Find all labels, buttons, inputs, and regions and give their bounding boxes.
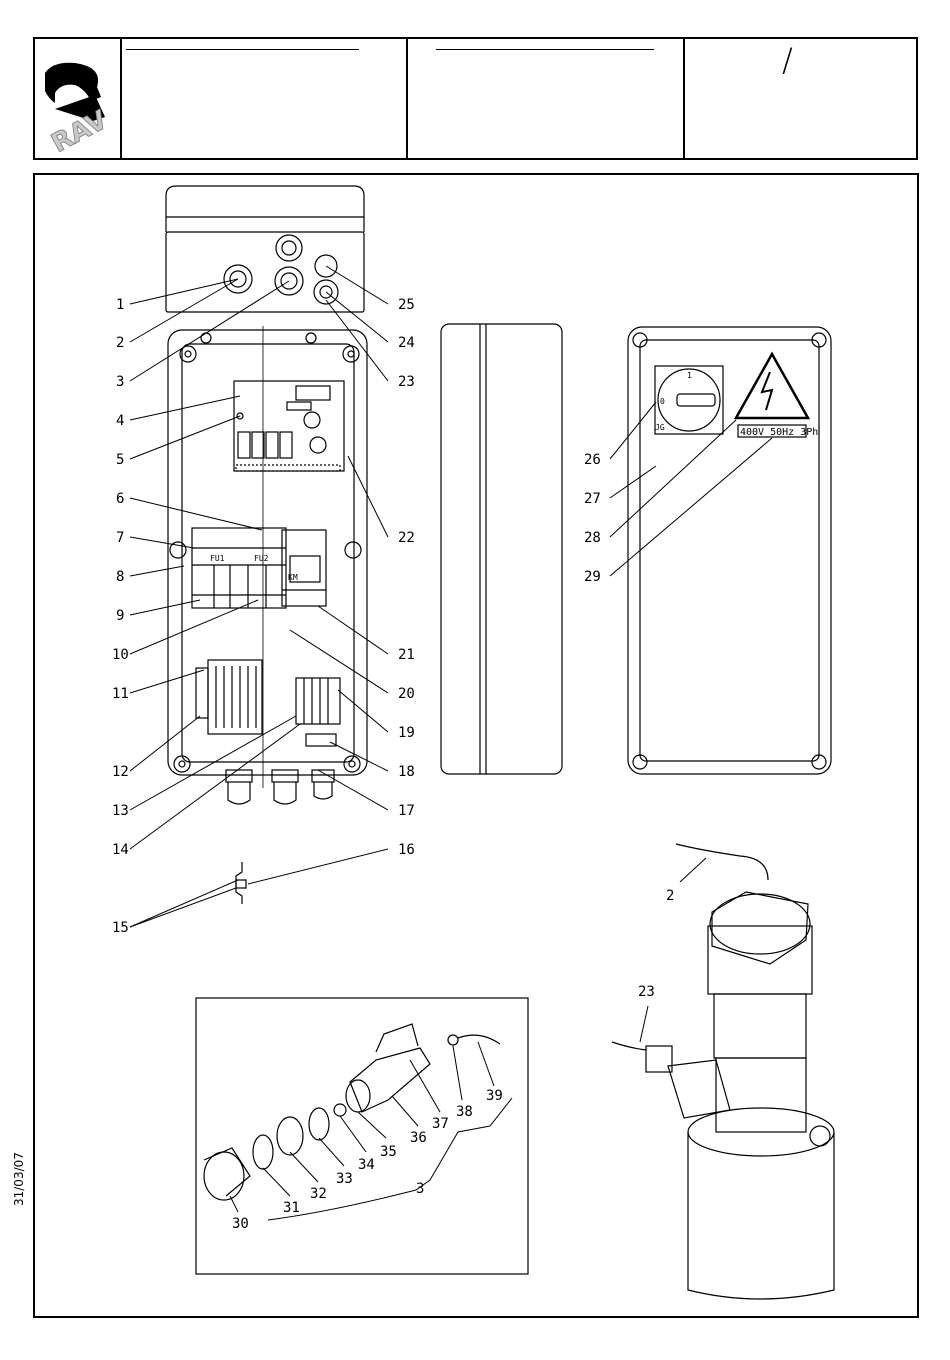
callout-20: 20 [398, 686, 415, 702]
callout-26: 26 [584, 452, 601, 468]
callout-36: 36 [410, 1130, 427, 1146]
callout-8: 8 [116, 569, 124, 585]
callout-3: 3 [116, 374, 124, 390]
din-rail-detail [236, 862, 246, 904]
callout-38: 38 [456, 1104, 473, 1120]
callout-11: 11 [112, 686, 129, 702]
voltage-sign: 400V 50Hz 3Ph [740, 427, 818, 438]
callout-9: 9 [116, 608, 124, 624]
callout-28: 28 [584, 530, 601, 546]
callout-24: 24 [398, 335, 415, 351]
callouts-right: 25 24 23 22 21 20 19 18 17 16 [398, 297, 415, 858]
switch-off-label: 0 [660, 397, 665, 406]
callout-23: 23 [398, 374, 415, 390]
callout-25: 25 [398, 297, 415, 313]
callout-2: 2 [116, 335, 124, 351]
callout-motor-23: 23 [638, 984, 655, 1000]
callouts-motor: 2 23 [638, 888, 674, 1000]
callout-5: 5 [116, 452, 124, 468]
callout-15: 15 [112, 920, 129, 936]
motor-pump-unit [612, 844, 834, 1299]
callout-19: 19 [398, 725, 415, 741]
fu2-label: FU2 [254, 554, 269, 563]
callout-12: 12 [112, 764, 129, 780]
hand-control-detail [196, 998, 528, 1274]
callout-39: 39 [486, 1088, 503, 1104]
callout-35: 35 [380, 1144, 397, 1160]
callout-31: 31 [283, 1200, 300, 1216]
callout-21: 21 [398, 647, 415, 663]
callout-13: 13 [112, 803, 129, 819]
callout-14: 14 [112, 842, 129, 858]
leader-lines [130, 266, 772, 1212]
switch-on-label: 1 [687, 371, 692, 380]
callout-1: 1 [116, 297, 124, 313]
callout-motor-2: 2 [666, 888, 674, 904]
callout-32: 32 [310, 1186, 327, 1202]
callout-27: 27 [584, 491, 601, 507]
callout-18: 18 [398, 764, 415, 780]
callout-30: 30 [232, 1216, 249, 1232]
box-top-housing [166, 186, 364, 312]
callouts-cover: 26 27 28 29 [584, 452, 601, 585]
callout-34: 34 [358, 1157, 375, 1173]
callouts-left: 1 2 3 4 5 6 7 8 9 10 11 12 13 14 15 [112, 297, 129, 936]
callout-33: 33 [336, 1171, 353, 1187]
km-label: KM [288, 573, 298, 582]
callout-4: 4 [116, 413, 124, 429]
box-side-view [441, 324, 562, 774]
callout-29: 29 [584, 569, 601, 585]
callout-22: 22 [398, 530, 415, 546]
callout-37: 37 [432, 1116, 449, 1132]
callout-17: 17 [398, 803, 415, 819]
callout-10: 10 [112, 647, 129, 663]
fu1-label: FU1 [210, 554, 225, 563]
box-front-cover [628, 327, 831, 774]
callout-6: 6 [116, 491, 124, 507]
callout-16: 16 [398, 842, 415, 858]
switch-code-label: JG [655, 423, 665, 432]
callout-7: 7 [116, 530, 124, 546]
callout-3-group: 3 [416, 1181, 424, 1197]
